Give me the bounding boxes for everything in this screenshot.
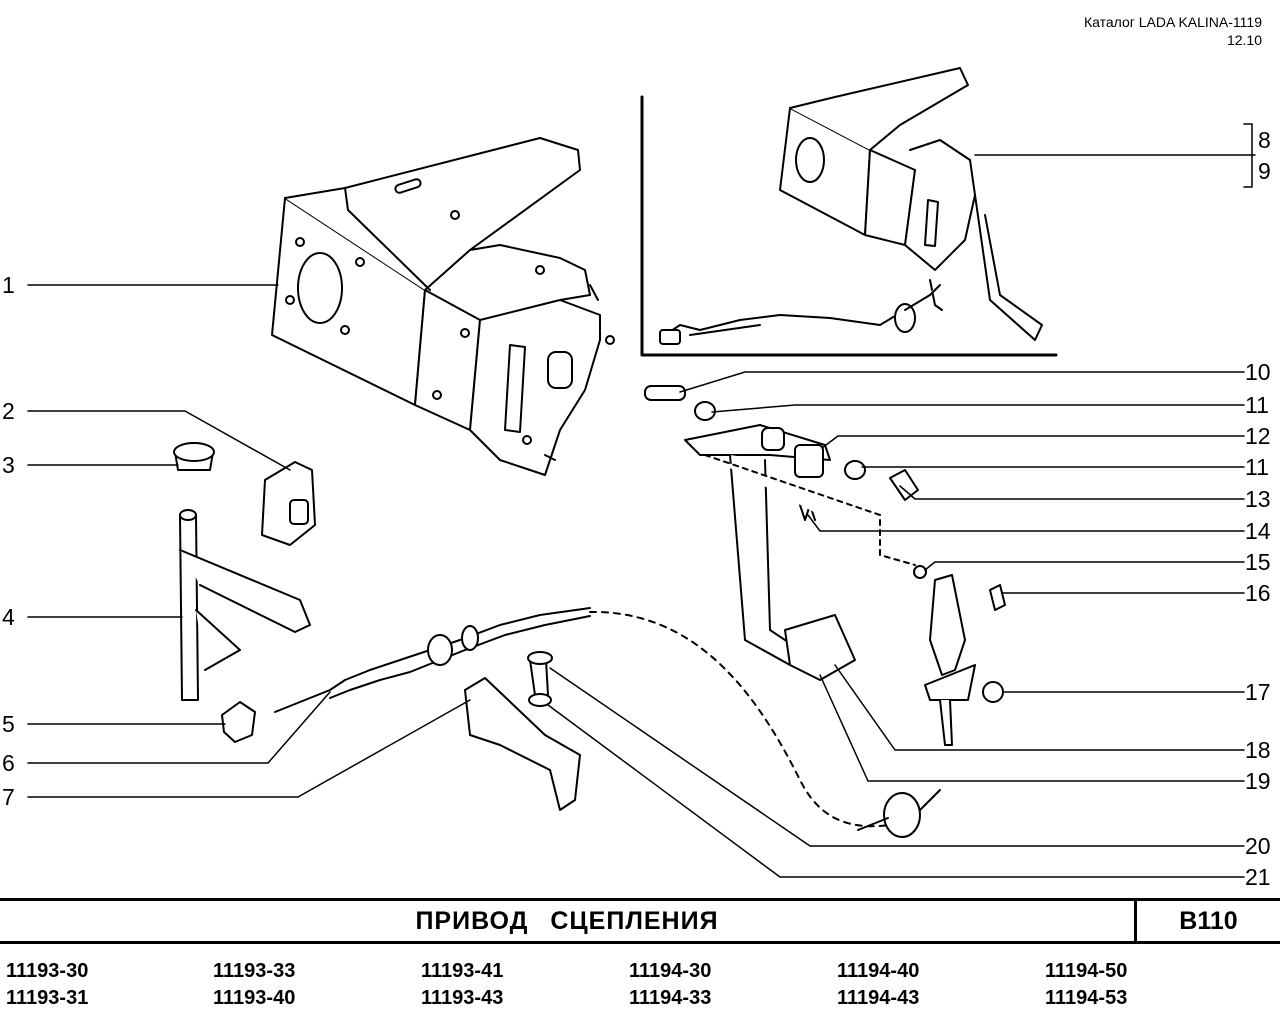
page-title: ПРИВОД СЦЕПЛЕНИЯ	[415, 907, 719, 935]
callout-19: 19	[1245, 768, 1271, 794]
clutch-cable	[274, 607, 891, 828]
callout-8: 8	[1258, 127, 1271, 153]
callout-11-lower: 11	[1245, 454, 1269, 480]
model-code: 11194-33	[629, 987, 712, 1009]
pedal-bracket	[271, 137, 615, 476]
clutch-drive-diagram	[27, 67, 1256, 878]
bolt-washer	[527, 651, 553, 707]
clutch-pedal	[644, 385, 1006, 746]
callout-13: 13	[1245, 486, 1271, 512]
model-code: 11194-53	[1045, 987, 1128, 1009]
callout-20: 20	[1245, 833, 1271, 859]
model-code: 11194-30	[629, 960, 712, 982]
callout-14: 14	[1245, 518, 1271, 544]
plug-part	[173, 442, 215, 471]
model-code: 11194-43	[837, 987, 920, 1009]
leader-lines	[27, 123, 1256, 878]
title-bar: ПРИВОД СЦЕПЛЕНИЯ B110	[0, 898, 1280, 944]
model-code: 11193-30	[6, 960, 89, 982]
catalog-date: 12.10	[1226, 32, 1262, 48]
model-code: 11193-41	[421, 960, 504, 982]
model-code: 11194-50	[1045, 960, 1128, 982]
clutch-fork	[179, 509, 311, 701]
bushing-part	[221, 701, 256, 743]
callout-18: 18	[1245, 737, 1271, 763]
callout-21: 21	[1245, 864, 1271, 890]
callout-6: 6	[2, 750, 15, 776]
catalog-title: Каталог LADA KALINA-1119	[1083, 14, 1262, 30]
callout-5: 5	[2, 711, 15, 737]
callout-16: 16	[1245, 580, 1271, 606]
model-code: 11193-31	[6, 987, 89, 1009]
model-code: 11193-43	[421, 987, 504, 1009]
callout-3: 3	[2, 452, 15, 478]
inset-pedal-assembly	[659, 67, 1043, 345]
callout-1: 1	[2, 272, 15, 298]
callout-15: 15	[1245, 549, 1271, 575]
section-code: B110	[1179, 907, 1238, 935]
inset-frame	[640, 95, 1058, 357]
pad-part	[261, 461, 316, 546]
callout-10: 10	[1245, 359, 1271, 385]
model-code: 11193-33	[213, 960, 296, 982]
callout-2: 2	[2, 398, 15, 424]
callout-7: 7	[2, 784, 15, 810]
cable-boot	[857, 789, 941, 838]
callout-17: 17	[1245, 679, 1271, 705]
callout-11-upper: 11	[1245, 392, 1269, 418]
callout-4: 4	[2, 604, 15, 630]
callout-9: 9	[1258, 158, 1271, 184]
support-bracket	[464, 677, 581, 811]
callout-12: 12	[1245, 423, 1271, 449]
title-divider	[1134, 901, 1137, 941]
model-code: 11193-40	[213, 987, 296, 1009]
model-code: 11194-40	[837, 960, 920, 982]
